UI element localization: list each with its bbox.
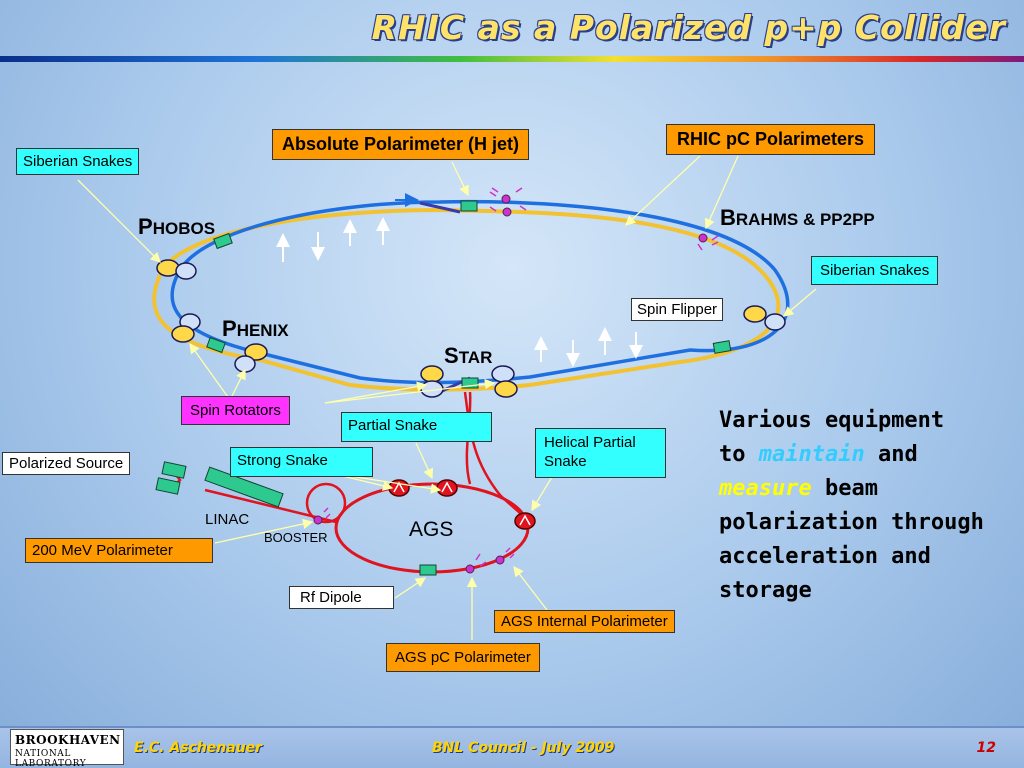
experiment-star: STAR — [444, 343, 492, 369]
rhic-magnets — [206, 200, 732, 389]
description-line3: measure beam — [719, 472, 1019, 506]
rhic-yellow-ring — [152, 207, 781, 392]
helical-partial-snake-label: Helical Partial Snake — [535, 428, 666, 478]
title-underline-bar — [0, 56, 1024, 62]
linac-label: LINAC — [205, 511, 250, 528]
callout-pointers — [77, 155, 817, 640]
siberian-snake-phobos — [156, 259, 197, 280]
star-initial: S — [444, 343, 459, 368]
brookhaven-logo: BROOKHAVEN NATIONAL LABORATORY — [10, 729, 124, 768]
description-text: Various equipment to maintain and measur… — [719, 404, 1019, 608]
polarized-source-label: Polarized Source — [2, 452, 131, 475]
description-line2: to maintain and — [719, 438, 1019, 472]
experiment-phobos: PHOBOS — [138, 214, 215, 240]
spin-flipper-label: Spin Flipper — [631, 298, 724, 321]
absolute-polarimeter-label: Absolute Polarimeter (H jet) — [272, 129, 530, 160]
rhic-ring-crossing-top — [419, 201, 461, 214]
description-line4: polarization through — [719, 510, 984, 535]
rhic-polarimeter-dots — [489, 187, 719, 251]
phenix-initial: P — [222, 316, 237, 341]
partial-snake-label: Partial Snake — [341, 412, 492, 442]
description-line6: storage — [719, 578, 812, 603]
star-rest: TAR — [458, 348, 493, 367]
footer-bar — [0, 726, 1024, 768]
spin-rotators-label: Spin Rotators — [181, 396, 290, 425]
phobos-rest: HOBOS — [152, 219, 216, 238]
keyword-maintain: maintain — [758, 442, 865, 467]
keyword-measure: measure — [719, 476, 812, 501]
experiment-brahms: BRAHMS & PP2PP — [720, 205, 875, 231]
description-beam: beam — [811, 476, 878, 501]
description-line1: Various equipment — [719, 408, 945, 433]
spin-rotator-phenix — [234, 343, 268, 373]
siberian-snakes-label-right: Siberian Snakes — [811, 256, 939, 285]
description-line5: acceleration and — [719, 544, 931, 569]
siberian-snakes-label-left: Siberian Snakes — [16, 148, 140, 175]
helical-partial-snake-line2: Snake — [544, 453, 587, 470]
description-and: and — [864, 442, 918, 467]
slide-title: RHIC as a Polarized p+p Collider — [371, 8, 1006, 47]
phenix-rest: HENIX — [236, 321, 289, 340]
booster-label: BOOSTER — [264, 530, 328, 545]
logo-line2: NATIONAL LABORATORY — [15, 749, 87, 768]
brahms-initial: B — [720, 205, 736, 230]
brahms-rest: RAHMS & PP2PP — [735, 210, 875, 229]
linac-line — [204, 488, 337, 524]
footer-author: E.C. Aschenauer — [134, 740, 263, 756]
siberian-snake-phenix — [171, 313, 201, 343]
page-number: 12 — [976, 740, 996, 756]
strong-snake-label: Strong Snake — [230, 447, 373, 477]
ags-pc-polarimeter-label: AGS pC Polarimeter — [386, 643, 540, 672]
helical-partial-snake-line1: Helical Partial — [544, 434, 636, 451]
mev-polarimeter-label: 200 MeV Polarimeter — [25, 538, 213, 563]
ags-polarimeter-dots — [313, 507, 515, 574]
logo-line1: BROOKHAVEN — [15, 733, 121, 747]
footer-event: BNL Council - July 2009 — [432, 740, 615, 756]
rf-dipole-label: Rf Dipole — [289, 586, 394, 609]
booster-ring — [305, 482, 347, 524]
rhic-pc-polarimeters-label: RHIC pC Polarimeters — [666, 124, 876, 155]
siberian-snake-right — [743, 305, 786, 331]
phobos-initial: P — [138, 214, 153, 239]
linac-magnets — [155, 461, 437, 576]
description-to: to — [719, 442, 759, 467]
ags-label: AGS — [409, 518, 454, 541]
ags-internal-polarimeter-label: AGS Internal Polarimeter — [494, 610, 675, 633]
experiment-phenix: PHENIX — [222, 316, 289, 342]
spin-direction-arrows — [276, 217, 643, 367]
